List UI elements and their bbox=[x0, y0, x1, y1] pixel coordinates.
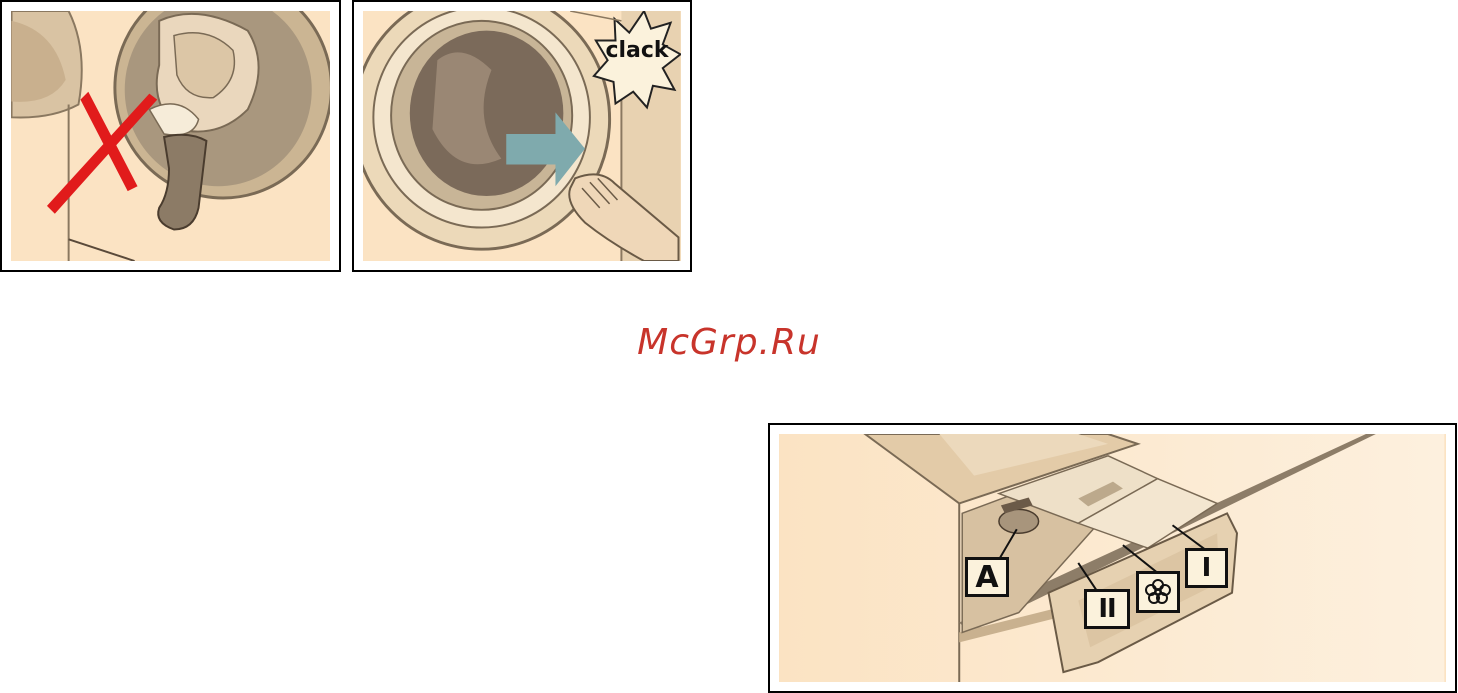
compartment-label-ii: II bbox=[1084, 589, 1130, 629]
compartment-label-a: A bbox=[965, 557, 1009, 597]
watermark-text: McGrp.Ru bbox=[0, 322, 1458, 363]
clack-sound-label: clack bbox=[602, 38, 672, 63]
illustration-detergent-drawer bbox=[779, 434, 1446, 682]
illustration-panel-detergent-drawer bbox=[768, 423, 1457, 693]
compartment-label-i: I bbox=[1185, 548, 1228, 588]
illustration-overload bbox=[11, 11, 330, 261]
overloaded-drum-image bbox=[11, 11, 330, 261]
compartment-label-softener bbox=[1136, 571, 1180, 613]
illustration-panel-overload bbox=[0, 0, 341, 272]
flower-icon bbox=[1143, 577, 1173, 607]
detergent-drawer-image bbox=[779, 434, 1446, 682]
